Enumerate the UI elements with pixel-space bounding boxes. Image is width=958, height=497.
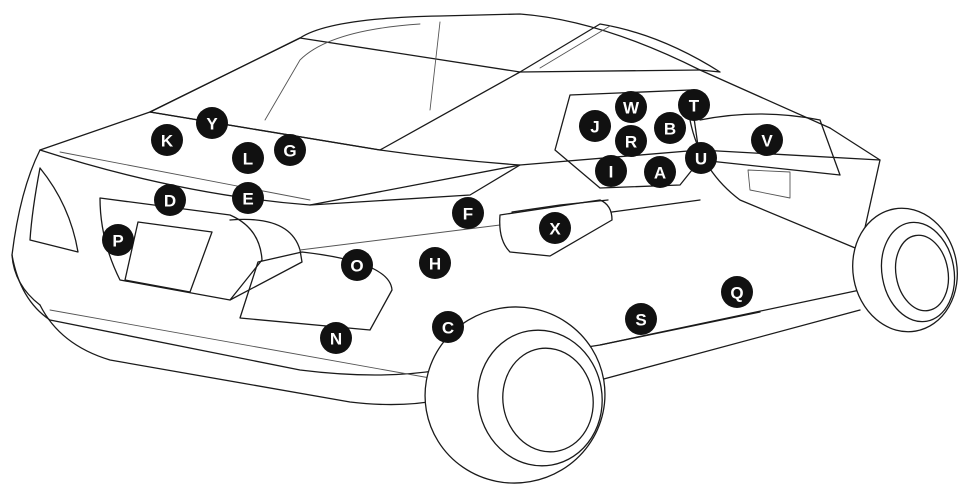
marker-x: X [539, 212, 571, 244]
marker-circle [685, 142, 717, 174]
marker-i: I [595, 155, 627, 187]
marker-g: G [274, 134, 306, 166]
marker-circle [196, 107, 228, 139]
marker-label: Y [206, 115, 218, 134]
marker-e: E [232, 182, 264, 214]
marker-j: J [579, 110, 611, 142]
marker-f: F [452, 197, 484, 229]
marker-circle [644, 156, 676, 188]
marker-t: T [678, 89, 710, 121]
marker-l: L [232, 142, 264, 174]
marker-circle [232, 142, 264, 174]
marker-k: K [151, 124, 183, 156]
marker-circle [452, 197, 484, 229]
marker-s: S [625, 303, 657, 335]
marker-label: L [243, 150, 253, 169]
marker-label: O [350, 257, 363, 276]
marker-p: P [102, 224, 134, 256]
marker-circle [320, 322, 352, 354]
marker-label: V [761, 132, 773, 151]
marker-label: A [654, 164, 666, 183]
marker-label: Q [730, 284, 743, 303]
marker-circle [654, 112, 686, 144]
marker-o: O [341, 249, 373, 281]
marker-circle [721, 276, 753, 308]
marker-w: W [615, 91, 647, 123]
marker-circle [625, 303, 657, 335]
marker-label: U [695, 150, 707, 169]
marker-circle [678, 89, 710, 121]
marker-circle [154, 184, 186, 216]
marker-circle [341, 249, 373, 281]
marker-label: F [463, 205, 473, 224]
marker-circle [751, 124, 783, 156]
marker-label: D [164, 192, 176, 211]
marker-circle [615, 91, 647, 123]
marker-label: S [635, 311, 646, 330]
marker-label: W [623, 99, 640, 118]
marker-label: J [590, 118, 599, 137]
marker-v: V [751, 124, 783, 156]
marker-r: R [615, 125, 647, 157]
marker-c: C [432, 311, 464, 343]
marker-label: T [689, 97, 700, 116]
marker-label: C [442, 319, 454, 338]
marker-n: N [320, 322, 352, 354]
marker-y: Y [196, 107, 228, 139]
marker-label: N [330, 330, 342, 349]
marker-label: K [161, 132, 174, 151]
marker-label: I [609, 163, 614, 182]
rear-wheel [424, 306, 606, 484]
marker-label: B [664, 120, 676, 139]
car-outline [11, 13, 881, 406]
marker-label: E [242, 190, 253, 209]
marker-circle [419, 247, 451, 279]
marker-u: U [685, 142, 717, 174]
marker-label: G [283, 142, 296, 161]
marker-circle [579, 110, 611, 142]
front-wheel [852, 207, 958, 333]
marker-label: X [549, 220, 561, 239]
marker-circle [151, 124, 183, 156]
marker-label: R [625, 133, 637, 152]
marker-circle [539, 212, 571, 244]
marker-circle [615, 125, 647, 157]
marker-q: Q [721, 276, 753, 308]
marker-circle [274, 134, 306, 166]
marker-layer: A B C D E F G H I J K L N O P Q R S T U V W X Y [102, 89, 783, 354]
marker-circle [595, 155, 627, 187]
marker-label: H [429, 255, 441, 274]
marker-circle [432, 311, 464, 343]
marker-h: H [419, 247, 451, 279]
marker-d: D [154, 184, 186, 216]
marker-label: P [112, 232, 123, 251]
marker-a: A [644, 156, 676, 188]
marker-b: B [654, 112, 686, 144]
marker-circle [102, 224, 134, 256]
marker-circle [232, 182, 264, 214]
